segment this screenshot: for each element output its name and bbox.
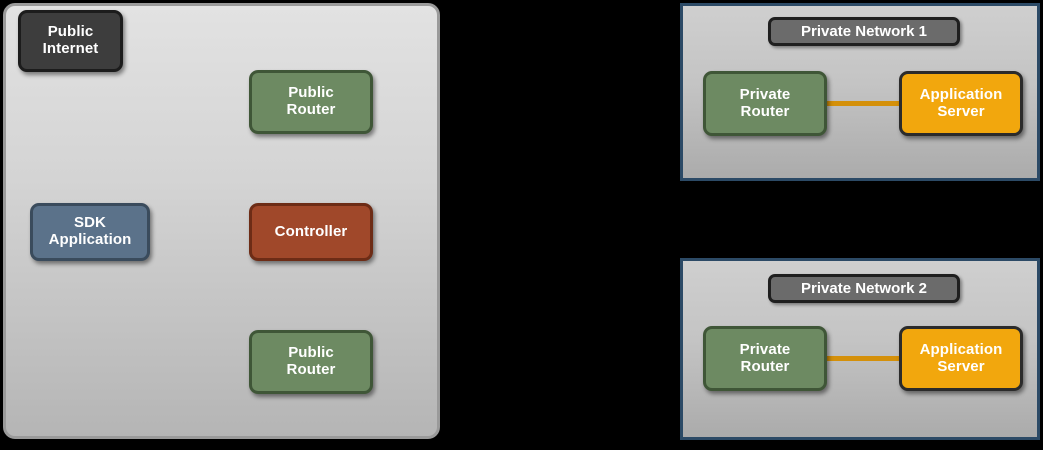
private-network-2-panel: Private Network 2 Private Router Applica… <box>680 258 1040 440</box>
link-private-router-to-application-server-2 <box>823 356 903 361</box>
node-controller[interactable]: Controller <box>249 203 373 261</box>
node-public-router-bottom[interactable]: Public Router <box>249 330 373 394</box>
node-application-server-1[interactable]: Application Server <box>899 71 1023 136</box>
private-network-1-title: Private Network 1 <box>768 17 960 46</box>
node-application-server-2[interactable]: Application Server <box>899 326 1023 391</box>
node-sdk-application[interactable]: SDK Application <box>30 203 150 261</box>
link-private-router-to-application-server-1 <box>823 101 903 106</box>
node-private-router-1[interactable]: Private Router <box>703 71 827 136</box>
node-private-router-2[interactable]: Private Router <box>703 326 827 391</box>
private-network-2-title: Private Network 2 <box>768 274 960 303</box>
node-public-router-top[interactable]: Public Router <box>249 70 373 134</box>
private-network-1-panel: Private Network 1 Private Router Applica… <box>680 3 1040 181</box>
node-public-internet[interactable]: Public Internet <box>18 10 123 72</box>
